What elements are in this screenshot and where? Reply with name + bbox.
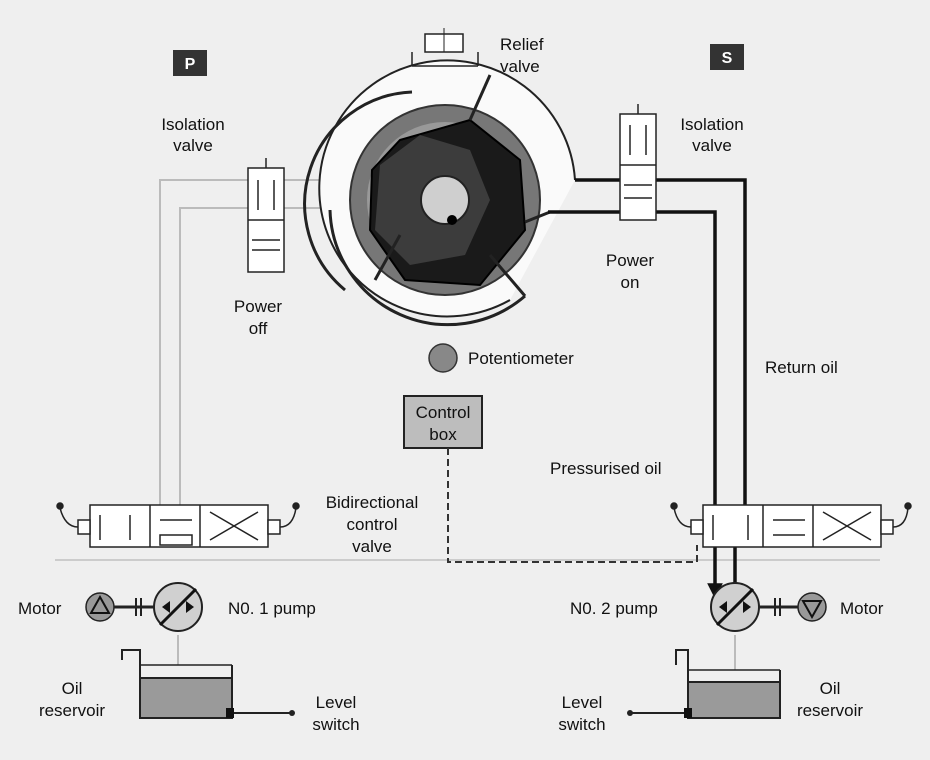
starboard-badge-text: S [722, 50, 733, 67]
relief-valve [411, 28, 479, 67]
shaft-key [447, 215, 457, 225]
bidirectional-valve-label-1: Bidirectional [326, 493, 419, 512]
oil-reservoir-right-label-1: Oil [820, 679, 841, 698]
control-signal-line [447, 448, 698, 563]
power-on-label-1: Power [606, 251, 655, 270]
port-idle-lines [55, 179, 880, 670]
control-box-label-1: Control [416, 403, 471, 422]
potentiometer-icon [428, 343, 458, 373]
motor-left-label: Motor [18, 599, 62, 618]
rotary-vane-actuator [303, 59, 576, 327]
isolation-valve-left-label-1: Isolation [161, 115, 224, 134]
oil-reservoir-left-label-1: Oil [62, 679, 83, 698]
control-box [403, 395, 483, 449]
port-badge [173, 50, 207, 76]
starboard-badge [710, 44, 744, 70]
oil-reservoir-left [121, 649, 234, 719]
bidirectional-valve-label-2: control [346, 515, 397, 534]
oil-reservoir-right-label-2: reservoir [797, 701, 863, 720]
oil-reservoir-right [675, 649, 781, 719]
control-valve-left [56, 502, 300, 548]
power-off-label-2: off [249, 319, 268, 338]
pump-2-label: N0. 2 pump [570, 599, 658, 618]
pump-2-icon [710, 582, 760, 632]
actuator-ring-1 [303, 90, 413, 292]
power-on-label-2: on [621, 273, 640, 292]
motor-right-label: Motor [840, 599, 884, 618]
actuator-ring-2 [328, 209, 526, 327]
motor-left-icon [85, 592, 115, 622]
level-switch-left-label-2: switch [312, 715, 359, 734]
control-box-label-2: box [429, 425, 457, 444]
control-valve-right [670, 502, 912, 548]
isolation-valve-right-label-1: Isolation [680, 115, 743, 134]
pump-1-icon [153, 582, 203, 632]
potentiometer-label: Potentiometer [468, 349, 574, 368]
return-oil-label: Return oil [765, 358, 838, 377]
isolation-valve-left-label-2: valve [173, 136, 213, 155]
level-switch-left-label-1: Level [316, 693, 357, 712]
isolation-valve-left [247, 158, 285, 273]
relief-valve-label-1: Relief [500, 35, 544, 54]
isolation-valve-right [619, 104, 657, 221]
power-off-label-1: Power [234, 297, 283, 316]
isolation-valve-right-label-2: valve [692, 136, 732, 155]
relief-valve-label-2: valve [500, 57, 540, 76]
bidirectional-valve-label-3: valve [352, 537, 392, 556]
level-switch-right-label-2: switch [558, 715, 605, 734]
pressurised-oil-label: Pressurised oil [550, 459, 662, 478]
level-switch-right-label-1: Level [562, 693, 603, 712]
pump-1-label: N0. 1 pump [228, 599, 316, 618]
port-badge-text: P [185, 56, 196, 73]
actuator-shaft [420, 175, 470, 225]
oil-reservoir-left-label-2: reservoir [39, 701, 105, 720]
motor-right-icon [797, 592, 827, 622]
